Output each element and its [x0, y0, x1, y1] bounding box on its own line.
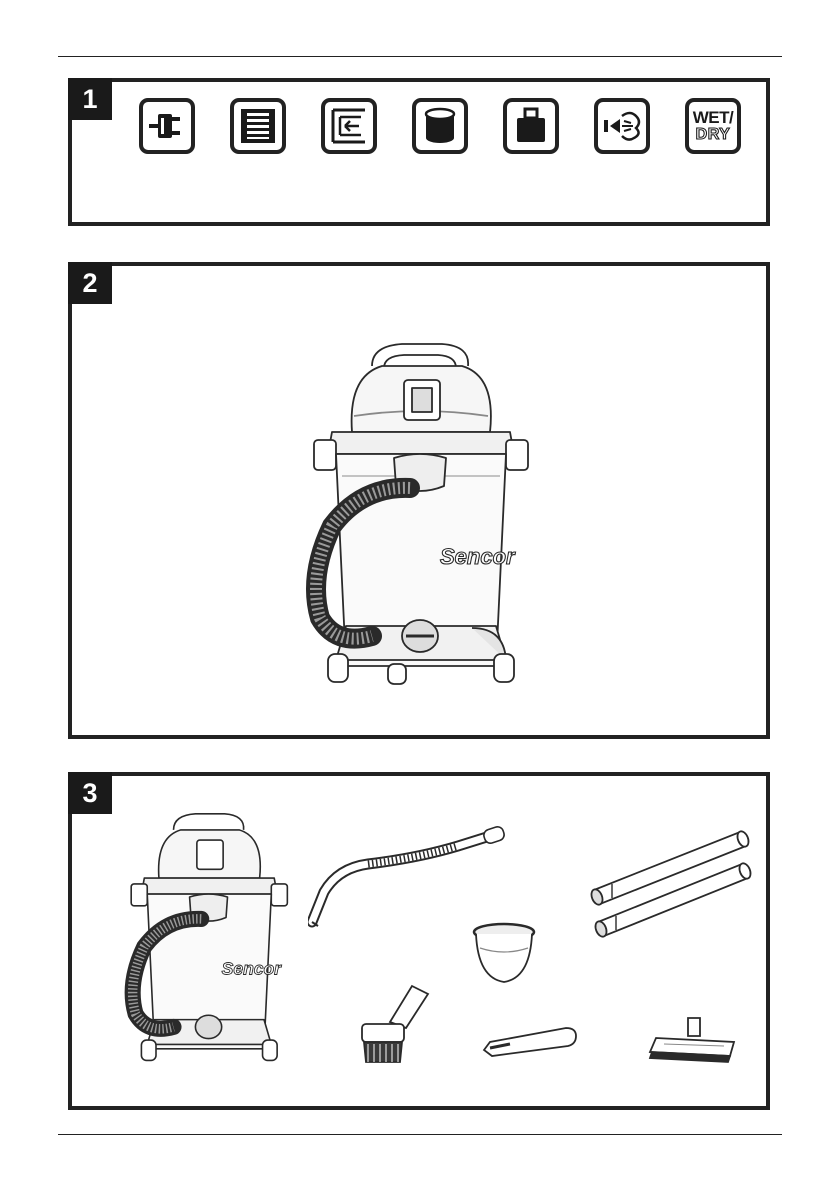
crevice-nozzle-illustration	[480, 1022, 580, 1062]
panel-number: 2	[68, 262, 112, 304]
filter-icon	[230, 98, 286, 154]
tank-icon	[412, 98, 468, 154]
round-brush-illustration	[350, 982, 440, 1078]
panel-2-product: 2	[68, 262, 770, 739]
panel-1-features: 1	[68, 78, 770, 226]
floor-nozzle-illustration	[644, 1012, 744, 1072]
brand-logo: Sencor	[222, 958, 283, 978]
vacuum-cleaner-unit-illustration: Sencor	[110, 808, 310, 1078]
wet-dry-icon: WET/ DRY	[685, 98, 741, 154]
brand-logo: Sencor	[440, 544, 516, 569]
wet-dry-vacuum-illustration: Sencor	[292, 336, 552, 706]
weight-icon	[503, 98, 559, 154]
bottom-rule	[58, 1134, 782, 1135]
blow-function-icon	[321, 98, 377, 154]
panel-3-accessories: 3 Sencor	[68, 772, 770, 1110]
panel-number: 1	[68, 78, 112, 120]
extension-tubes-illustration	[584, 822, 754, 942]
suction-hose-illustration	[308, 822, 508, 932]
plug-icon	[139, 98, 195, 154]
wet-label: WET/	[693, 109, 734, 126]
filter-basket-illustration	[468, 918, 540, 990]
top-rule	[58, 56, 782, 57]
panel-number: 3	[68, 772, 112, 814]
spray-icon	[594, 98, 650, 154]
dry-label: DRY	[696, 127, 731, 143]
